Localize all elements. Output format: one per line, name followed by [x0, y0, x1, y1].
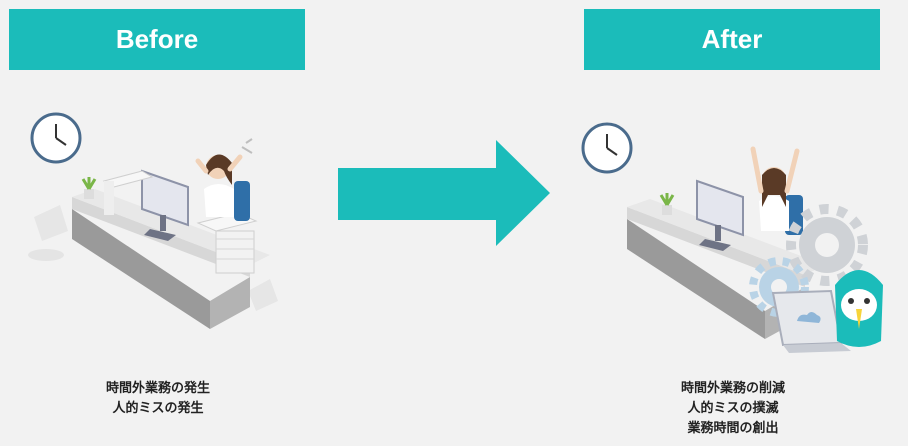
after-banner: After: [584, 9, 880, 70]
stressed-person-icon: [195, 138, 253, 221]
plant-icon: [659, 193, 675, 215]
before-caption-line: 時間外業務の発生: [105, 381, 210, 396]
after-caption-line: 人的ミスの撲滅: [687, 401, 779, 416]
scattered-paper-icon: [28, 205, 278, 311]
clock-icon: [30, 112, 82, 164]
before-office-illustration: [28, 112, 278, 329]
before-banner: Before: [9, 9, 305, 70]
before-label: Before: [115, 24, 199, 54]
laptop-icon: [771, 289, 851, 353]
after-caption-line: 業務時間の創出: [687, 421, 779, 436]
after-caption-line: 時間外業務の削減: [680, 381, 785, 396]
clock-icon: [581, 122, 633, 174]
right-arrow-icon: [338, 140, 550, 246]
plant-icon: [81, 177, 97, 199]
after-office-illustration: [581, 122, 883, 353]
mascot-icon: [835, 270, 883, 347]
monitor-icon: [696, 179, 744, 251]
gear-icon: [749, 204, 868, 317]
before-caption: 時間外業務の発生 人的ミスの発生: [8, 379, 308, 419]
paper-stack-icon: [102, 170, 258, 274]
after-label: After: [701, 24, 763, 54]
happy-person-icon: [750, 146, 803, 235]
before-caption-line: 人的ミスの発生: [112, 401, 204, 416]
monitor-icon: [141, 169, 189, 241]
after-caption: 時間外業務の削減 人的ミスの撲滅 業務時間の創出: [583, 379, 883, 439]
